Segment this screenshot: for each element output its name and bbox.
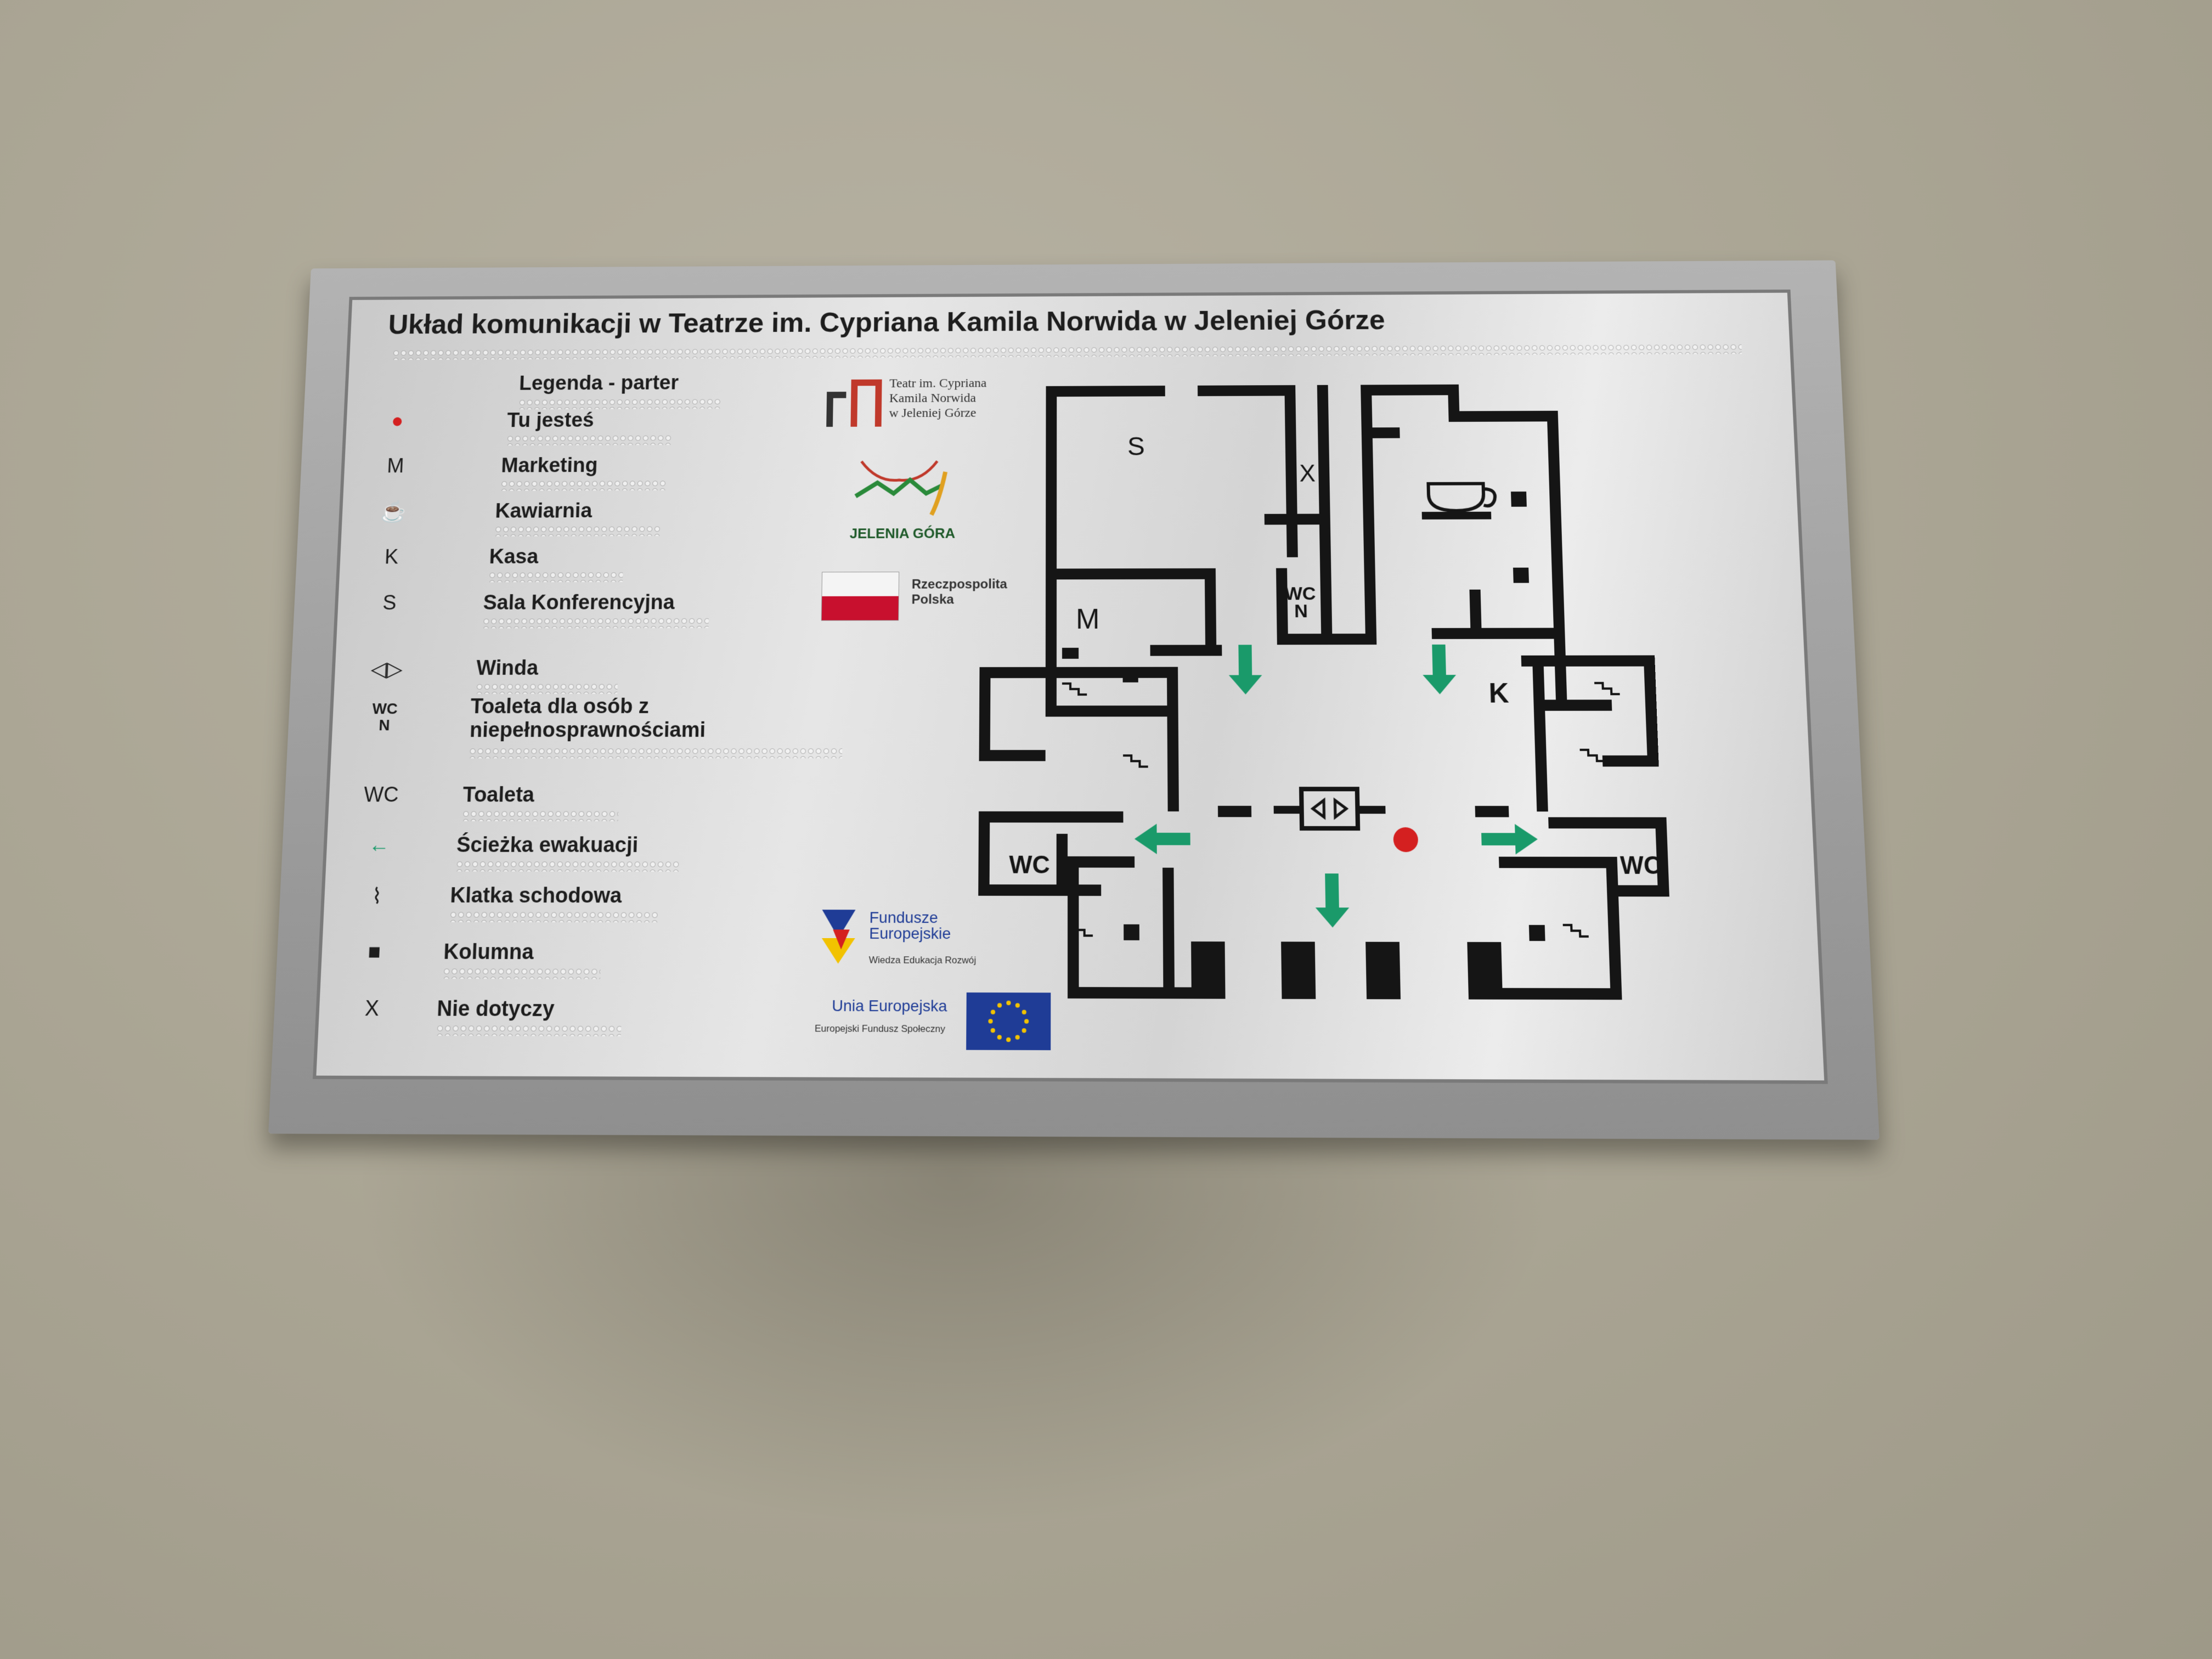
legend-braille	[500, 479, 667, 491]
sign-frame: Układ komunikacji w Teatrze im. Cypriana…	[268, 260, 1880, 1140]
legend-heading-braille	[518, 398, 723, 410]
wcn-top-label: WC	[1284, 584, 1316, 605]
legend-row: ← Ścieżka ewakuacji	[326, 833, 879, 872]
sign-title: Układ komunikacji w Teatrze im. Cypriana…	[387, 304, 1386, 340]
legend-label: Marketing	[500, 454, 599, 477]
poland-flag-icon	[821, 572, 900, 621]
columns	[1122, 492, 1545, 941]
green-arrow-icon: ←	[368, 833, 390, 857]
room-k-label: K	[1488, 678, 1510, 709]
stairs-icon: ⌇	[371, 884, 383, 909]
legend-braille	[442, 967, 601, 979]
logos: Teatr im. Cypriana Kamila Norwida w Jele…	[814, 375, 1051, 1096]
legend-row: ⌇ Klatka schodowa	[324, 884, 878, 923]
legend-row: X Nie dotyczy	[318, 996, 877, 1036]
city-logo-text: JELENIA GÓRA	[849, 525, 956, 542]
city-logo-icon	[844, 450, 953, 521]
map-cup-icon	[1423, 483, 1496, 517]
eu-funds-logo-icon	[816, 904, 867, 967]
legend-row: M Marketing	[343, 453, 883, 491]
eu-funds-logo-sub: Wiedza Edukacja Rozwój	[868, 955, 977, 966]
legend-row: S Sala Konferencyjna	[337, 591, 882, 629]
legend-label: Toaleta	[462, 783, 535, 807]
legend-label: Kasa	[488, 545, 539, 568]
title-braille	[392, 343, 1742, 360]
elevator-icon: ◁▷	[370, 658, 403, 681]
legend-label: Toaleta dla osób z niepełnosprawnościami	[469, 695, 706, 742]
elevator-icon	[1273, 789, 1386, 828]
legend-braille	[494, 525, 661, 537]
legend-row: ● Tu jesteś	[346, 408, 884, 446]
theatre-logo-icon	[824, 376, 884, 430]
accessible-wc-icon: WC N	[371, 700, 398, 734]
legend-braille	[482, 617, 709, 629]
wcn-bottom-label: N	[1294, 601, 1308, 622]
cup-icon: ☕	[380, 500, 407, 523]
legend-braille	[436, 1024, 622, 1036]
legend-label: Ścieżka ewakuacji	[456, 833, 639, 857]
legend-braille	[506, 434, 673, 446]
legend-row: ◁▷ Winda	[334, 656, 881, 694]
walls	[978, 384, 1669, 1000]
theatre-logo-text: Teatr im. Cypriana Kamila Norwida w Jele…	[889, 376, 987, 420]
column-icon: ■	[368, 940, 382, 964]
legend-braille	[449, 911, 660, 923]
letter-m-icon: M	[386, 455, 405, 478]
letter-k-icon: K	[384, 545, 399, 569]
legend-label: Tu jesteś	[506, 409, 595, 432]
room-x-label: X	[1299, 461, 1316, 487]
legend-row: ☕ Kawiarnia	[341, 499, 882, 537]
legend-label: Kawiarnia	[494, 499, 592, 523]
sign-plate: Układ komunikacji w Teatrze im. Cypriana…	[313, 289, 1828, 1084]
wall-shadow	[351, 1092, 1558, 1531]
map-text: S X M K WC N WC WC	[1009, 432, 1662, 880]
room-s-label: S	[1127, 432, 1145, 461]
legend-braille	[469, 747, 843, 759]
legend-row: WC Toaleta	[328, 783, 879, 821]
legend-label: Klatka schodowa	[449, 884, 622, 908]
legend-row: WC N Toaleta dla osób z niepełnosprawnośc…	[332, 695, 880, 759]
wc-right-label: WC	[1620, 852, 1662, 880]
wc-left-label: WC	[1009, 851, 1050, 879]
legend-label: Winda	[476, 657, 539, 680]
you-are-here-dot	[1393, 827, 1419, 853]
eu-funds-logo-text: Fundusze Europejskie	[869, 909, 951, 943]
legend-label: Kolumna	[443, 940, 534, 964]
eu-union-logo-text: Unia Europejska	[832, 996, 947, 1015]
floor-plan: S X M K WC N WC WC	[978, 384, 1669, 1000]
legend-braille	[461, 810, 619, 821]
wc-icon: WC	[363, 783, 399, 807]
legend-braille	[475, 682, 618, 694]
red-dot-icon: ●	[391, 410, 404, 432]
legend-braille	[455, 860, 679, 872]
legend-heading: Legenda - parter	[518, 371, 679, 395]
room-m-label: M	[1076, 603, 1099, 635]
letter-s-icon: S	[382, 591, 397, 615]
evacuation-arrows	[1134, 644, 1538, 928]
legend-row: ■ Kolumna	[321, 940, 877, 979]
legend-braille	[488, 571, 623, 583]
letter-x-icon: X	[364, 996, 380, 1021]
legend-label: Sala Konferencyjna	[482, 591, 675, 614]
legend-row: K Kasa	[340, 545, 882, 583]
eu-union-logo-sub: Europejski Fundusz Społeczny	[814, 1023, 945, 1035]
legend-label: Nie dotyczy	[436, 997, 555, 1022]
